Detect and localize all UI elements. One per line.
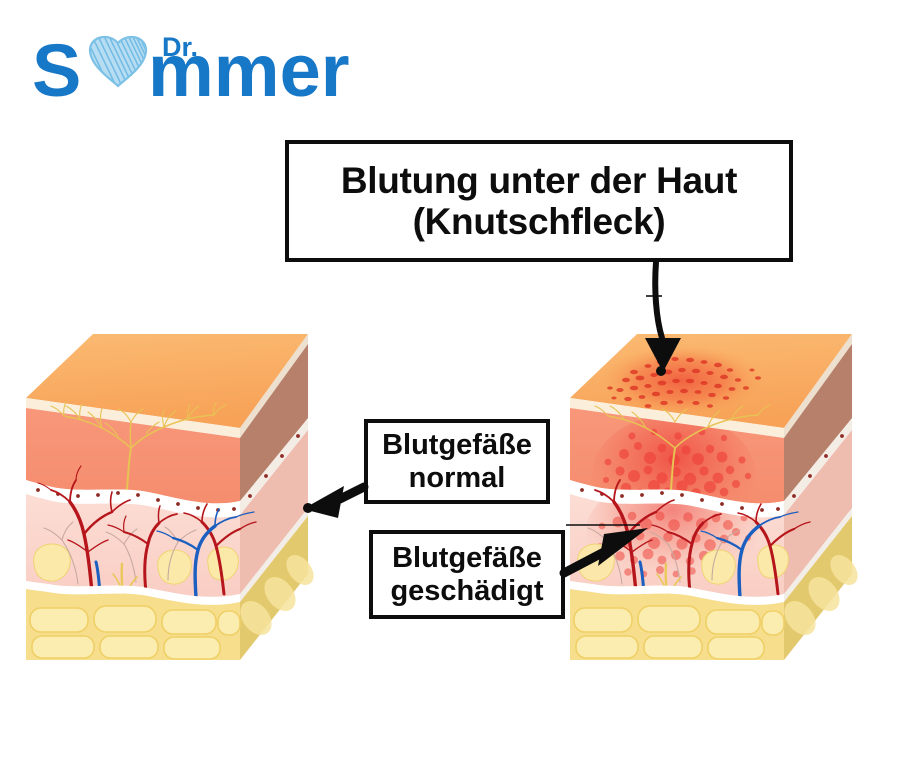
title-line-1: Blutung unter der Haut [340, 159, 738, 201]
logo-prefix-dr: Dr. [162, 32, 198, 62]
label-box-vessels-normal: Blutgefäße normal [364, 419, 550, 504]
dermal-junction-band [26, 418, 308, 518]
title-callout-box: Blutung unter der Haut (Knutschfleck) [285, 140, 793, 262]
blood-speckles-surface [607, 357, 761, 408]
skin-block-normal [26, 334, 314, 660]
label-normal-line-2: normal [408, 461, 506, 494]
logo-letter-s: S [32, 29, 81, 110]
epidermis-surface [26, 334, 308, 428]
fat-layer [570, 516, 858, 660]
dermis-side [240, 344, 308, 501]
label-normal-line-1: Blutgefäße [382, 429, 532, 462]
dermis-layer [26, 408, 240, 504]
logo-letters-mmer: mmer [148, 29, 350, 110]
dermis-side [784, 344, 852, 501]
fat-layer [26, 516, 314, 660]
title-line-2: (Knutschfleck) [412, 201, 666, 242]
dermal-junction-band [570, 418, 852, 518]
fat-globules [33, 543, 239, 585]
epidermis-surface [570, 334, 852, 428]
label-damaged-line-1: Blutgefäße [392, 542, 542, 575]
nerve-tree [50, 401, 227, 565]
label-damaged-line-2: geschädigt [390, 574, 544, 607]
dr-sommer-logo: S Dr. mmer [32, 29, 350, 110]
skin-block-bruised [570, 334, 858, 660]
blood-vessel-trees [37, 465, 257, 600]
subcutis-fat-boundary [26, 508, 308, 605]
subcutis-fat-boundary [570, 508, 852, 605]
label-box-vessels-damaged: Blutgefäße geschädigt [369, 530, 565, 619]
